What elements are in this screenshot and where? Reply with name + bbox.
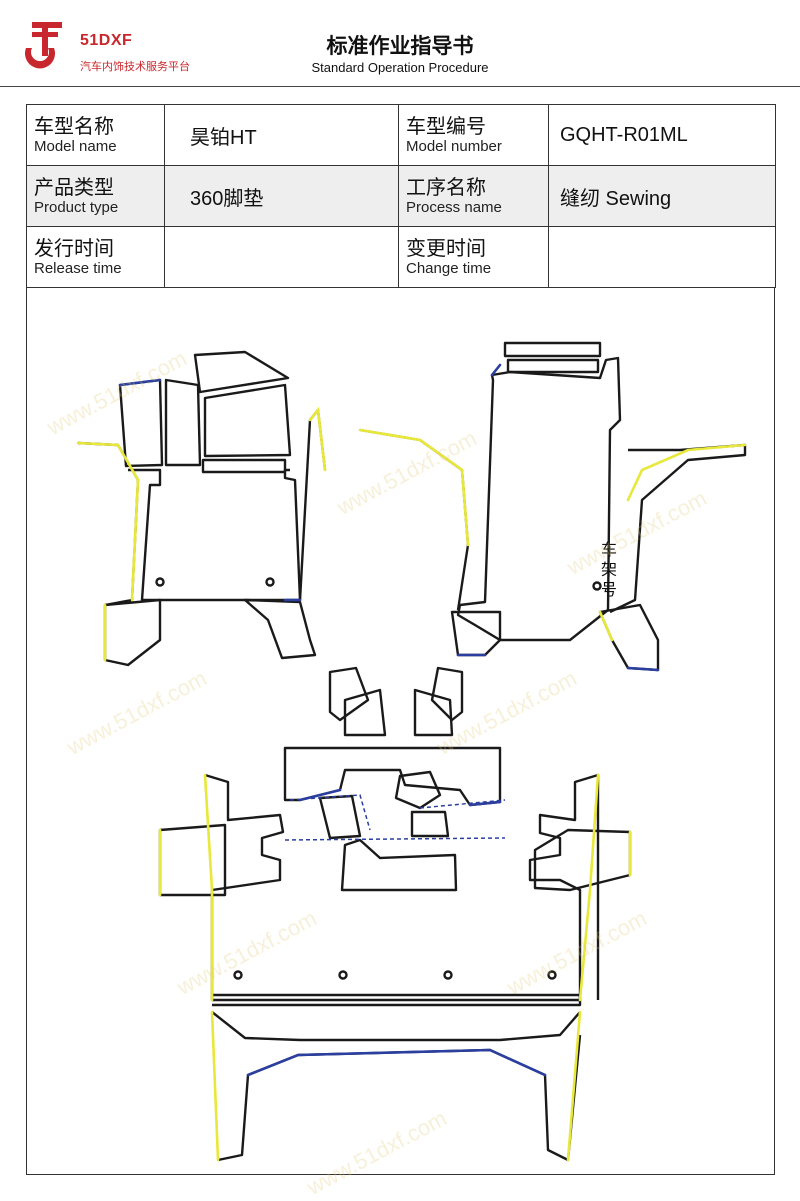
model-name-value: 昊铂HT (190, 126, 257, 149)
company-logo: 51DXF 汽车内饰技术服务平台 (22, 18, 252, 82)
yellow-binding-edges (76, 406, 747, 1162)
frame-number-note: 车架号 (600, 540, 617, 599)
left-front-mat-piece (77, 350, 327, 667)
table-row: 发行时间 Release time 变更时间 Change time (26, 226, 776, 288)
info-table: 车型名称 Model name 昊铂HT 车型编号 Model number G… (26, 104, 776, 288)
document-subtitle: Standard Operation Procedure (311, 60, 489, 75)
dashed-seam-lines (284, 794, 506, 841)
model-number-label-cn: 车型编号 (406, 114, 486, 138)
model-name-label-en: Model name (34, 138, 117, 155)
model-number-label-en: Model number (406, 138, 502, 155)
table-row: 车型名称 Model name 昊铂HT 车型编号 Model number G… (26, 104, 776, 166)
release-time-label-cell: 发行时间 Release time (26, 226, 165, 288)
blue-binding-edges (118, 363, 660, 1077)
process-name-label-cell: 工序名称 Process name (398, 165, 549, 227)
product-type-label-cell: 产品类型 Product type (26, 165, 165, 227)
model-name-label-cell: 车型名称 Model name (26, 104, 165, 166)
document-title: 标准作业指导书 (326, 34, 474, 58)
brand-name: 51DXF (80, 32, 133, 49)
product-type-label-cn: 产品类型 (34, 175, 114, 199)
change-time-label-en: Change time (406, 260, 492, 277)
pattern-diagram-frame (26, 287, 775, 1175)
release-time-label-cn: 发行时间 (34, 236, 114, 260)
model-name-label-cn: 车型名称 (34, 114, 114, 138)
right-front-mat-piece (359, 341, 747, 672)
brand-subtitle: 汽车内饰技术服务平台 (80, 60, 190, 73)
center-console-pieces (328, 666, 464, 737)
process-name-value: 缝纫 Sewing (560, 187, 672, 210)
model-number-value: GQHT-R01ML (560, 123, 688, 146)
product-type-label-en: Product type (34, 199, 119, 216)
table-row: 产品类型 Product type 360脚垫 工序名称 Process nam… (26, 165, 776, 227)
rear-mat-piece (158, 746, 632, 1162)
process-name-label-cn: 工序名称 (406, 175, 486, 199)
product-type-value: 360脚垫 (190, 187, 264, 210)
change-time-label-cn: 变更时间 (406, 236, 486, 260)
header-divider (0, 86, 800, 87)
change-time-label-cell: 变更时间 Change time (398, 226, 549, 288)
release-time-label-en: Release time (34, 260, 122, 277)
process-name-label-en: Process name (406, 199, 502, 216)
